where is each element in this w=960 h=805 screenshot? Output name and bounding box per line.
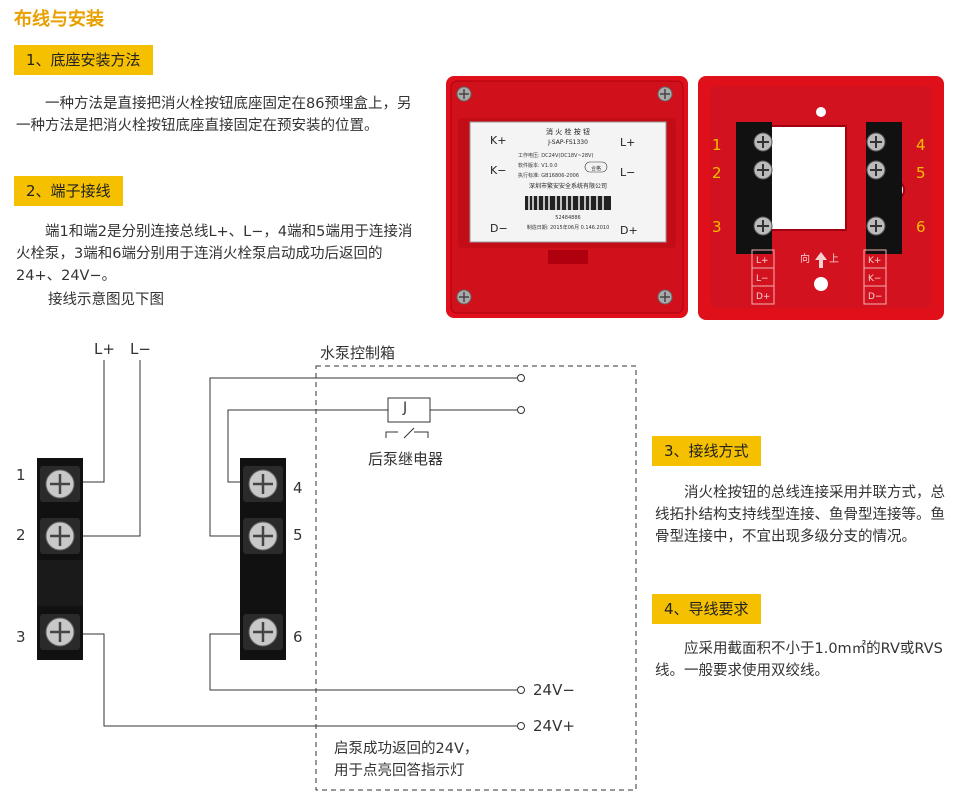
back-num-3: 3 <box>712 218 722 236</box>
terminal-block-right <box>240 458 286 660</box>
front-barcode-number: 52484886 <box>555 215 580 221</box>
terminal-open-icon <box>517 406 525 414</box>
back-table-right-2: K− <box>868 274 881 284</box>
screw-icon <box>657 86 673 102</box>
back-num-6: 6 <box>916 218 926 236</box>
voltage-plus-label: 24V+ <box>533 717 575 735</box>
terminal-screw-icon <box>753 160 773 180</box>
bus-line-lminus <box>80 360 141 537</box>
terminal-num-2: 2 <box>16 526 26 544</box>
section-wiring-mode-text: 消火栓按钮的总线连接采用并联方式，总线拓扑结构支持线型连接、鱼骨型连接等。鱼骨型… <box>655 485 945 545</box>
return-note-line-2: 用于点亮回答指示灯 <box>334 763 465 779</box>
terminal-screw-icon <box>45 521 75 551</box>
terminal-num-6: 6 <box>293 628 303 646</box>
return-note-line-1: 启泵成功返回的24V， <box>334 741 479 757</box>
terminal-open-icon <box>517 722 525 730</box>
back-direction-label: 向 <box>800 252 810 265</box>
terminal-num-5: 5 <box>293 526 303 544</box>
arrow-up-icon <box>815 252 827 268</box>
screw-icon <box>456 289 472 305</box>
terminal-screw-icon <box>45 617 75 647</box>
wire-terminal-3 <box>80 633 517 727</box>
terminal-screw-icon <box>248 469 278 499</box>
product-front-photo: K+ K− D− L+ L− D+ 消 火 栓 按 钮 J-SAP-FS1330… <box>446 76 688 318</box>
terminal-screw-icon <box>45 469 75 499</box>
terminal-num-3: 3 <box>16 628 26 646</box>
terminal-screw-icon <box>248 617 278 647</box>
pump-control-box <box>315 365 637 791</box>
back-direction-label-2: 上 <box>829 253 839 265</box>
wire-terminal-4 <box>227 409 388 483</box>
section-base-install-label: 1、底座安装方法 <box>14 45 153 75</box>
section-wire-req-text: 应采用截面积不小于1.0m㎡的RV或RVS线。一般要求使用双绞线。 <box>655 641 943 679</box>
relay-contact-icon <box>385 427 429 439</box>
terminal-screw-icon <box>248 521 278 551</box>
terminal-num-1: 1 <box>16 466 26 484</box>
back-table-left-1: L+ <box>756 256 769 266</box>
barcode-icon <box>525 196 611 210</box>
terminal-num-4: 4 <box>293 479 303 497</box>
front-label-line-1: 工作电压: DC24V(DC18V~28V) <box>518 152 593 159</box>
relay-label: 后泵继电器 <box>368 450 444 468</box>
relay-symbol: J <box>403 400 408 416</box>
terminal-screw-icon <box>866 160 886 180</box>
bus-line-lplus <box>80 360 105 483</box>
voltage-minus-label: 24V− <box>533 681 575 699</box>
section-terminal-note: 接线示意图见下图 <box>48 292 164 308</box>
back-num-4: 4 <box>916 136 926 154</box>
front-label-line-2: 软件版本: V1.0.0 <box>518 162 557 169</box>
front-left-label-2: K− <box>490 164 506 177</box>
wire-terminal-5 <box>209 377 517 537</box>
terminal-block-left <box>37 458 83 660</box>
wiring-diagram <box>80 360 637 791</box>
section-terminal-label: 2、端子接线 <box>14 176 123 206</box>
screw-icon <box>456 86 472 102</box>
front-certified-badge: 合格 <box>591 165 601 172</box>
bus-label-lminus: L− <box>130 340 151 358</box>
back-num-2: 2 <box>712 164 722 182</box>
front-label-model: J-SAP-FS1330 <box>547 139 588 146</box>
back-table-left-3: D+ <box>756 292 770 302</box>
terminal-screw-icon <box>753 216 773 236</box>
terminal-open-icon <box>517 686 525 694</box>
front-date-line: 制造日期: 2015年06月 0.146.2010 <box>527 224 610 231</box>
terminal-screw-icon <box>866 216 886 236</box>
front-right-label-3: D+ <box>620 224 638 237</box>
front-left-label-1: K+ <box>490 134 506 147</box>
page-title: 布线与安装 <box>14 9 104 30</box>
relay-box <box>387 397 431 423</box>
front-label-line-3: 执行标准: GB16806-2006 <box>518 172 579 179</box>
back-table-left-2: L− <box>756 274 769 284</box>
section-terminal-text: 端1和端2是分别连接总线L+、L−，4端和5端用于连接消火栓泵，3端和6端分别用… <box>16 224 413 284</box>
back-num-5: 5 <box>916 164 926 182</box>
back-num-1: 1 <box>712 136 722 154</box>
terminal-screw-icon <box>753 132 773 152</box>
product-back-photo: 1 2 3 4 5 6 L+ L− D+ K+ K− D− 向 上 <box>698 76 944 320</box>
section-wire-req-label: 4、导线要求 <box>652 594 761 624</box>
front-label-title: 消 火 栓 按 钮 <box>546 127 590 136</box>
terminal-screw-icon <box>866 132 886 152</box>
bus-label-lplus: L+ <box>94 340 115 358</box>
screw-icon <box>657 289 673 305</box>
terminal-open-icon <box>517 374 525 382</box>
front-left-label-3: D− <box>490 222 508 235</box>
front-label-company: 深圳市繁安安全系统有限公司 <box>529 182 607 190</box>
pump-box-label: 水泵控制箱 <box>320 344 396 362</box>
section-base-install-text: 一种方法是直接把消火栓按钮底座固定在86预埋盒上，另一种方法是把消火栓按钮底座直… <box>16 96 412 134</box>
section-wiring-mode-label: 3、接线方式 <box>652 436 761 466</box>
wire-terminal-6 <box>209 633 517 691</box>
back-table-right-1: K+ <box>868 256 881 266</box>
front-right-label-1: L+ <box>620 136 635 149</box>
front-right-label-2: L− <box>620 166 635 179</box>
back-table-right-3: D− <box>868 292 882 302</box>
